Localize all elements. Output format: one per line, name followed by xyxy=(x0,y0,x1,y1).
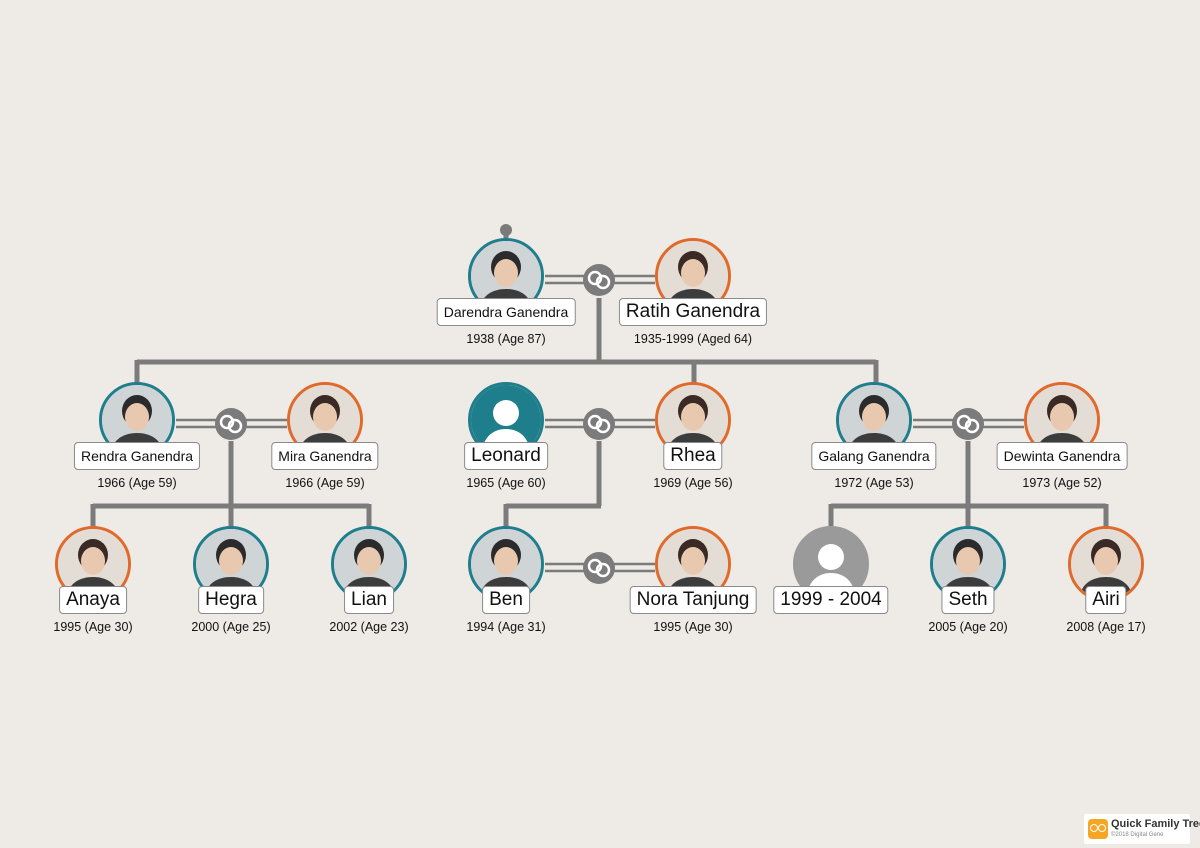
person-dates: 2008 (Age 17) xyxy=(1066,620,1146,634)
person-dates: 1995 (Age 30) xyxy=(53,620,133,634)
brand-copyright: ©2018 Digital Gene xyxy=(1111,832,1164,838)
brand-logo: Quick Family Tree ©2018 Digital Gene xyxy=(1084,814,1200,844)
person-dates: 1972 (Age 53) xyxy=(834,476,914,490)
person-name[interactable]: Mira Ganendra xyxy=(271,442,379,470)
person-name[interactable]: Lian xyxy=(344,586,394,614)
person-dates: 1966 (Age 59) xyxy=(97,476,177,490)
marriage-rings-icon[interactable] xyxy=(215,408,247,440)
person-dates: 1995 (Age 30) xyxy=(653,620,733,634)
person-dates: 2002 (Age 23) xyxy=(329,620,409,634)
person-dates: 1938 (Age 87) xyxy=(466,332,546,346)
root-pin-icon xyxy=(500,224,512,236)
person-name[interactable]: Seth xyxy=(941,586,995,614)
person-name[interactable]: Hegra xyxy=(198,586,264,614)
person-name[interactable]: Galang Ganendra xyxy=(811,442,937,470)
person-dates: 1965 (Age 60) xyxy=(466,476,546,490)
person-dates: 2005 (Age 20) xyxy=(928,620,1008,634)
person-dates: 1994 (Age 31) xyxy=(466,620,546,634)
person-dates: 1969 (Age 56) xyxy=(653,476,733,490)
person-name[interactable]: Leonard xyxy=(464,442,548,470)
marriage-rings-icon[interactable] xyxy=(583,264,615,296)
person-dates: 2000 (Age 25) xyxy=(191,620,271,634)
person-name[interactable]: Ratih Ganendra xyxy=(618,298,768,326)
person-name[interactable]: Rhea xyxy=(663,442,723,470)
person-name[interactable]: 1999 - 2004 xyxy=(773,586,889,614)
person-dates: 1966 (Age 59) xyxy=(285,476,365,490)
person-name[interactable]: Airi xyxy=(1085,586,1127,614)
person-name[interactable]: Dewinta Ganendra xyxy=(996,442,1128,470)
person-name[interactable]: Anaya xyxy=(59,586,127,614)
person-name[interactable]: Rendra Ganendra xyxy=(73,442,201,470)
marriage-rings-icon[interactable] xyxy=(952,408,984,440)
owl-logo-icon xyxy=(1088,819,1108,839)
person-dates: 1973 (Age 52) xyxy=(1022,476,1102,490)
person-dates: 1935-1999 (Aged 64) xyxy=(633,332,753,346)
marriage-rings-icon[interactable] xyxy=(583,408,615,440)
person-name[interactable]: Darendra Ganendra xyxy=(436,298,576,326)
brand-name: Quick Family Tree xyxy=(1111,818,1200,830)
marriage-rings-icon[interactable] xyxy=(583,552,615,584)
person-name[interactable]: Ben xyxy=(482,586,530,614)
person-name[interactable]: Nora Tanjung xyxy=(629,586,757,614)
